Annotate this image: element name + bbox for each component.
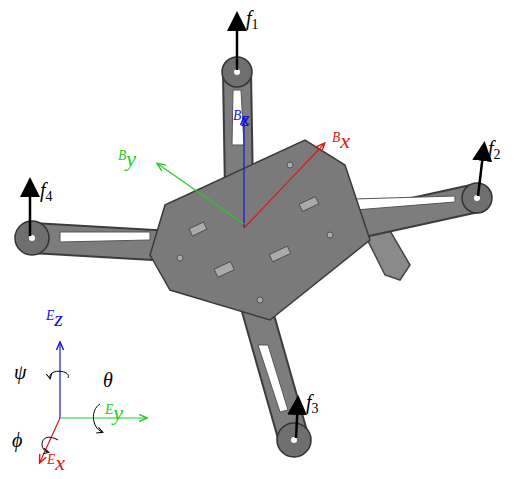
body-z-axis (243, 118, 244, 228)
frame-arms (32, 72, 477, 440)
axis-label: By (118, 148, 136, 170)
axis-label: Ex (47, 452, 65, 474)
axis-label: Bz (233, 108, 250, 130)
thrust-arrows (30, 16, 484, 438)
motor-mounts (15, 57, 492, 457)
axis-label: Ez (46, 308, 63, 330)
angle-label: θ (103, 370, 113, 390)
axis-label: Bx (332, 130, 350, 152)
angle-label: ϕ (12, 430, 22, 450)
rotation-arcs (42, 371, 102, 452)
earth-y-axis (60, 417, 146, 418)
thrust-label: f1 (246, 8, 259, 28)
thrust-label: f4 (40, 180, 53, 200)
earth-z-axis (59, 343, 60, 418)
thrust-label: f2 (488, 138, 501, 158)
axis-label: Ey (105, 402, 123, 424)
angle-label: ψ (14, 362, 26, 382)
body-x-axis (244, 144, 324, 228)
body-y-axis (158, 164, 244, 224)
thrust-label: f3 (306, 392, 319, 412)
frame-body (150, 140, 370, 320)
